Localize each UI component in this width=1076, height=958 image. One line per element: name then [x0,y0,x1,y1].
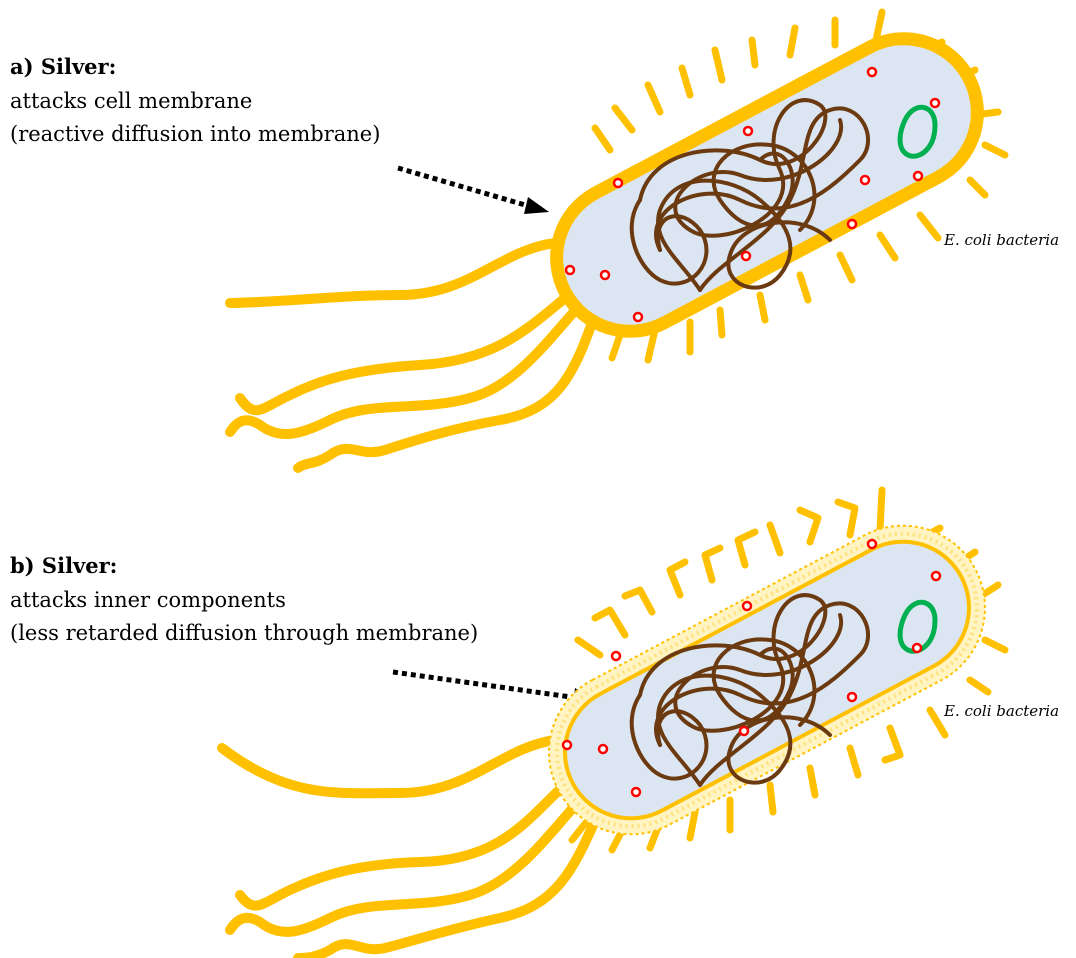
panel-b-heading: b) Silver: [10,553,117,578]
panel-b-arrow [393,672,597,706]
panel-a-arrow [398,168,549,214]
panel-b-line2: (less retarded diffusion through membran… [10,621,478,645]
panel-a-line2: (reactive diffusion into membrane) [10,122,380,146]
panel-a-line1: attacks cell membrane [10,89,252,113]
panel-b-flagella [222,740,600,958]
panel-b-caption: E. coli bacteria [943,702,1059,720]
panel-b-line1: attacks inner components [10,588,286,612]
panel-a-flagella [230,243,595,468]
panel-b-cell [520,497,1014,863]
panel-a-caption: E. coli bacteria [943,231,1059,249]
panel-a-cell [522,4,1012,366]
panel-a: a) Silver: attacks cell membrane (reacti… [10,4,1059,468]
panel-b: b) Silver: attacks inner components (les… [10,490,1059,958]
panel-a-heading: a) Silver: [10,54,116,79]
